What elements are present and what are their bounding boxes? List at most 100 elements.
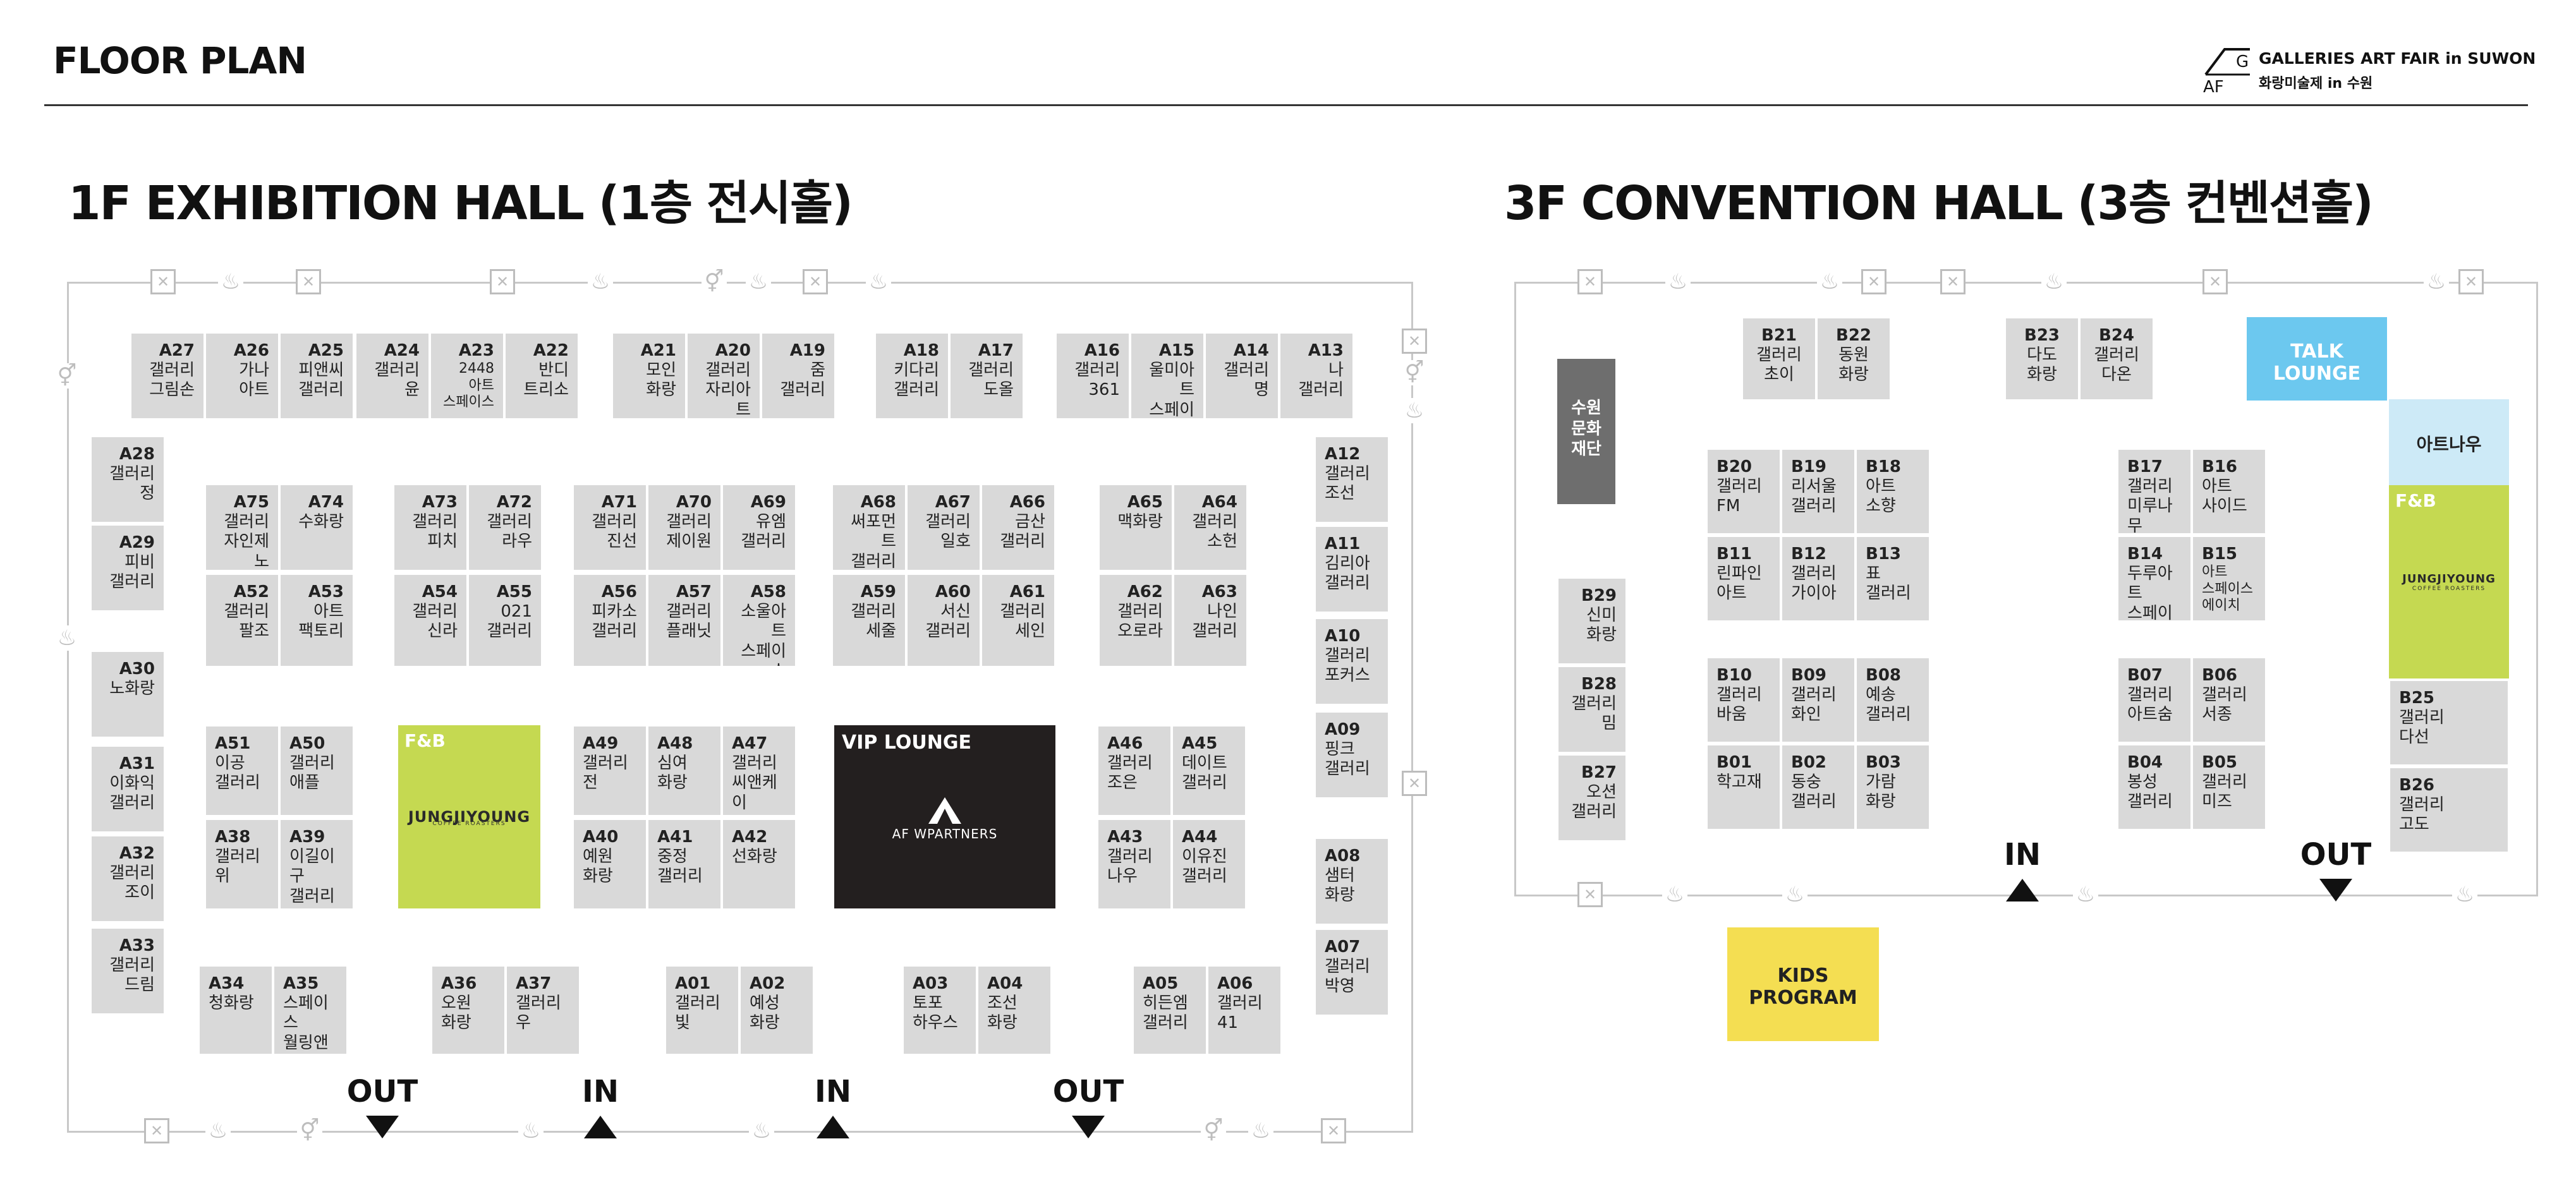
exit-1f-1[interactable]: OUT	[344, 1074, 420, 1138]
exit-3f[interactable]: OUT	[2298, 837, 2374, 902]
suwon-cultural-foundation[interactable]: 수원 문화 재단	[1557, 359, 1615, 504]
fb-area-1f[interactable]: F&B JUNGJIYOUNG COFFEE ROASTERS	[398, 725, 540, 908]
entrance-3f[interactable]: IN	[1984, 837, 2060, 902]
artnau-area[interactable]: 아트나우	[2389, 399, 2509, 485]
exit-1f-2[interactable]: OUT	[1050, 1074, 1126, 1138]
talk-lounge[interactable]: TALK LOUNGE	[2247, 317, 2387, 401]
entrance-1f-1[interactable]: IN	[562, 1074, 638, 1138]
fb-area-3f[interactable]: F&B JUNGJIYOUNG COFFEE ROASTERS	[2389, 485, 2509, 678]
entrance-1f-2[interactable]: IN	[795, 1074, 871, 1138]
